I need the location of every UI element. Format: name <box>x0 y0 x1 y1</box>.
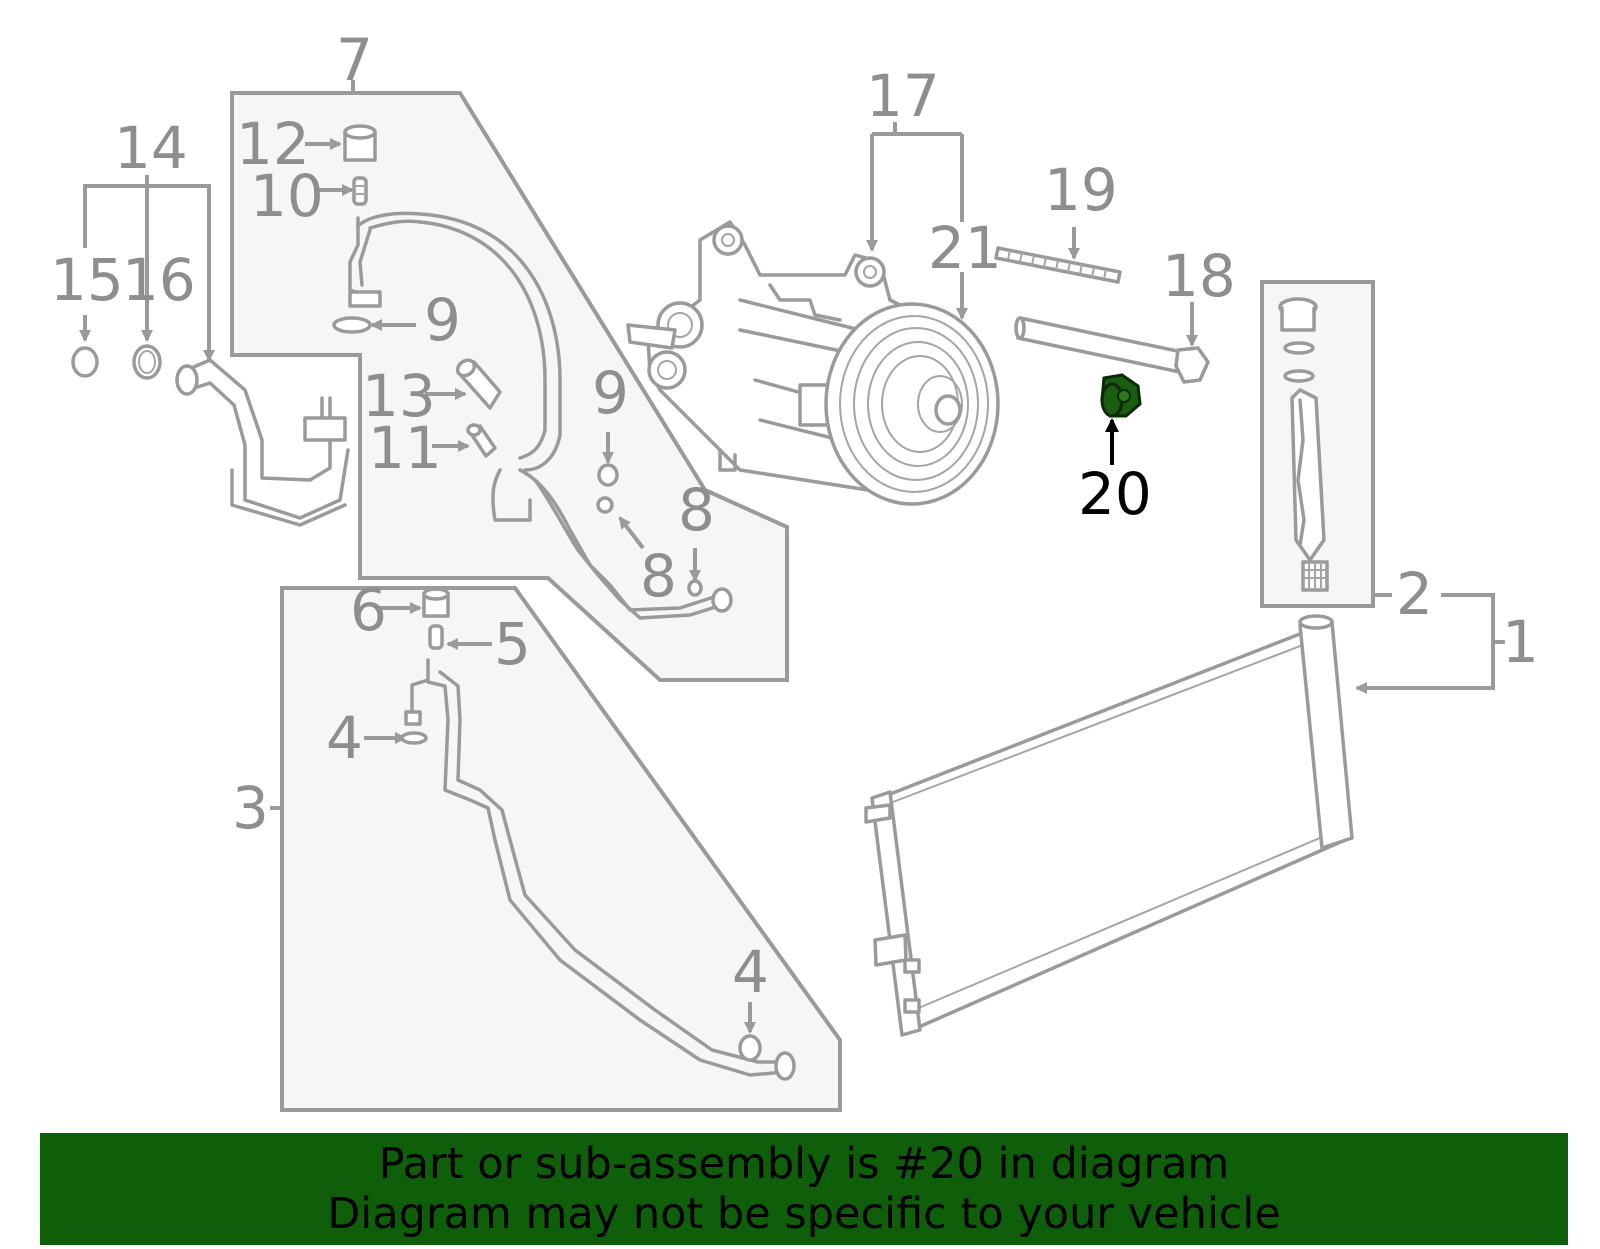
bracket-14 <box>79 175 215 362</box>
callout-13: 13 <box>362 362 436 430</box>
o-ring-8-lower <box>687 579 703 597</box>
bracket-1-2 <box>1355 593 1505 694</box>
bracket-17 <box>866 122 968 320</box>
callout-4-lower: 4 <box>732 938 769 1006</box>
callout-9-center: 9 <box>592 359 629 427</box>
callout-2: 2 <box>1396 560 1433 628</box>
callout-11: 11 <box>368 414 442 482</box>
bolt-18 <box>1014 316 1210 384</box>
callout-18: 18 <box>1162 242 1236 310</box>
stud-19 <box>994 246 1122 284</box>
o-ring-9-lower <box>597 463 619 487</box>
parts-diagram: 1 2 3 4 4 5 6 7 8 8 9 9 10 11 12 13 14 1… <box>50 26 1539 1112</box>
callout-10: 10 <box>250 162 324 230</box>
callout-19: 19 <box>1044 156 1118 224</box>
o-ring-15 <box>71 346 99 378</box>
o-ring-16-inner <box>138 350 156 374</box>
o-ring-9-upper <box>332 316 372 334</box>
o-ring-8-upper <box>596 496 614 514</box>
callout-3: 3 <box>232 774 269 842</box>
callout-7: 7 <box>336 26 373 94</box>
callout-20: 20 <box>1078 460 1152 528</box>
sensor-13 <box>455 358 502 410</box>
panel-7-hose-assembly <box>230 91 789 682</box>
drier-2 <box>1278 297 1329 592</box>
callout-labels: 1 2 3 4 4 5 6 7 8 8 9 9 10 11 12 13 14 1… <box>50 26 1539 1006</box>
banner-line-2: Diagram may not be specific to your vehi… <box>327 1189 1281 1239</box>
callout-21: 21 <box>928 214 1002 282</box>
compressor-17 <box>626 220 1000 506</box>
callout-9-left: 9 <box>424 286 461 354</box>
info-banner: Part or sub-assembly is #20 in diagram D… <box>40 1133 1568 1245</box>
nut-20 <box>1100 373 1142 418</box>
callout-16: 16 <box>122 246 196 314</box>
cap-6 <box>422 587 450 618</box>
banner-line-1: Part or sub-assembly is #20 in diagram <box>378 1139 1230 1189</box>
callout-1: 1 <box>1502 608 1539 676</box>
callout-14: 14 <box>114 114 188 182</box>
callout-4-upper: 4 <box>326 704 363 772</box>
callout-15: 15 <box>50 246 124 314</box>
callout-6: 6 <box>350 576 387 644</box>
line-assembly-3 <box>400 658 796 1081</box>
callout-17: 17 <box>866 62 940 130</box>
hose-assembly-7 <box>348 211 733 620</box>
callout-5: 5 <box>494 610 531 678</box>
tube-assembly-14 <box>175 358 350 527</box>
leader-arrows <box>305 138 1198 1034</box>
cap-12 <box>343 124 377 162</box>
valve-core-10 <box>352 176 368 206</box>
switch-11 <box>466 423 497 458</box>
valve-core-5 <box>428 624 444 650</box>
condenser-1 <box>864 614 1354 1037</box>
callout-12: 12 <box>236 110 310 178</box>
callout-8-lower: 8 <box>640 542 677 610</box>
callout-8-upper: 8 <box>678 476 715 544</box>
